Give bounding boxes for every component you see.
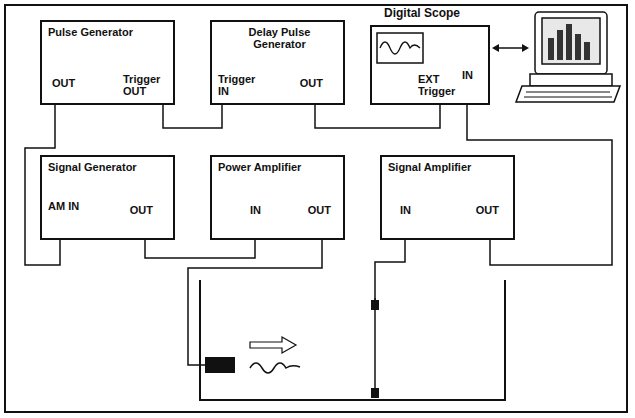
propagation-arrow	[250, 337, 296, 353]
port-label: IN	[462, 69, 473, 81]
signal-wire	[145, 240, 255, 258]
port-label: Trigger IN	[218, 73, 262, 97]
box-title: Power Amplifier	[218, 161, 301, 173]
scope-box: Digital ScopeEXT TriggerIN	[370, 25, 490, 105]
port-label: OUT	[52, 77, 75, 89]
signal-wire	[315, 105, 440, 128]
port-label: OUT	[308, 204, 331, 216]
port-label: OUT	[476, 204, 499, 216]
box-title: Pulse Generator	[48, 26, 133, 38]
port-label: IN	[250, 204, 261, 216]
receiver-mount	[371, 388, 379, 398]
receiver-cable	[375, 240, 405, 300]
outer-frame	[5, 5, 627, 412]
data-link-arrow	[492, 44, 529, 52]
box-title: Delay Pulse Generator	[232, 26, 327, 50]
port-label: Trigger OUT	[123, 73, 167, 97]
port-label: OUT	[300, 77, 323, 89]
transducer	[205, 357, 235, 373]
water-tank	[200, 280, 505, 400]
receiver-rod	[374, 298, 376, 398]
port-label: OUT	[130, 204, 153, 216]
receiver-element	[371, 300, 379, 310]
signal-generator-box: Signal Generator AM IN OUT	[40, 155, 175, 240]
scope-screen	[376, 32, 424, 64]
port-label: AM IN	[48, 200, 79, 212]
pulse-generator-box: Pulse GeneratorOUT Trigger OUT	[40, 20, 175, 105]
box-title: Digital Scope	[384, 7, 460, 20]
wave-symbol	[250, 363, 300, 373]
box-title: Signal Amplifier	[388, 161, 471, 173]
port-label: EXT Trigger	[418, 73, 462, 97]
signal-wire	[163, 105, 222, 128]
delay-generator-box: Delay Pulse GeneratorTrigger IN OUT	[210, 20, 345, 105]
power-amplifier-box: Power AmplifierIN OUT	[210, 155, 345, 240]
port-label: IN	[400, 204, 411, 216]
box-title: Signal Generator	[48, 161, 137, 173]
computer-illustration	[516, 12, 620, 102]
signal-amplifier-box: Signal AmplifierIN OUT	[380, 155, 515, 240]
